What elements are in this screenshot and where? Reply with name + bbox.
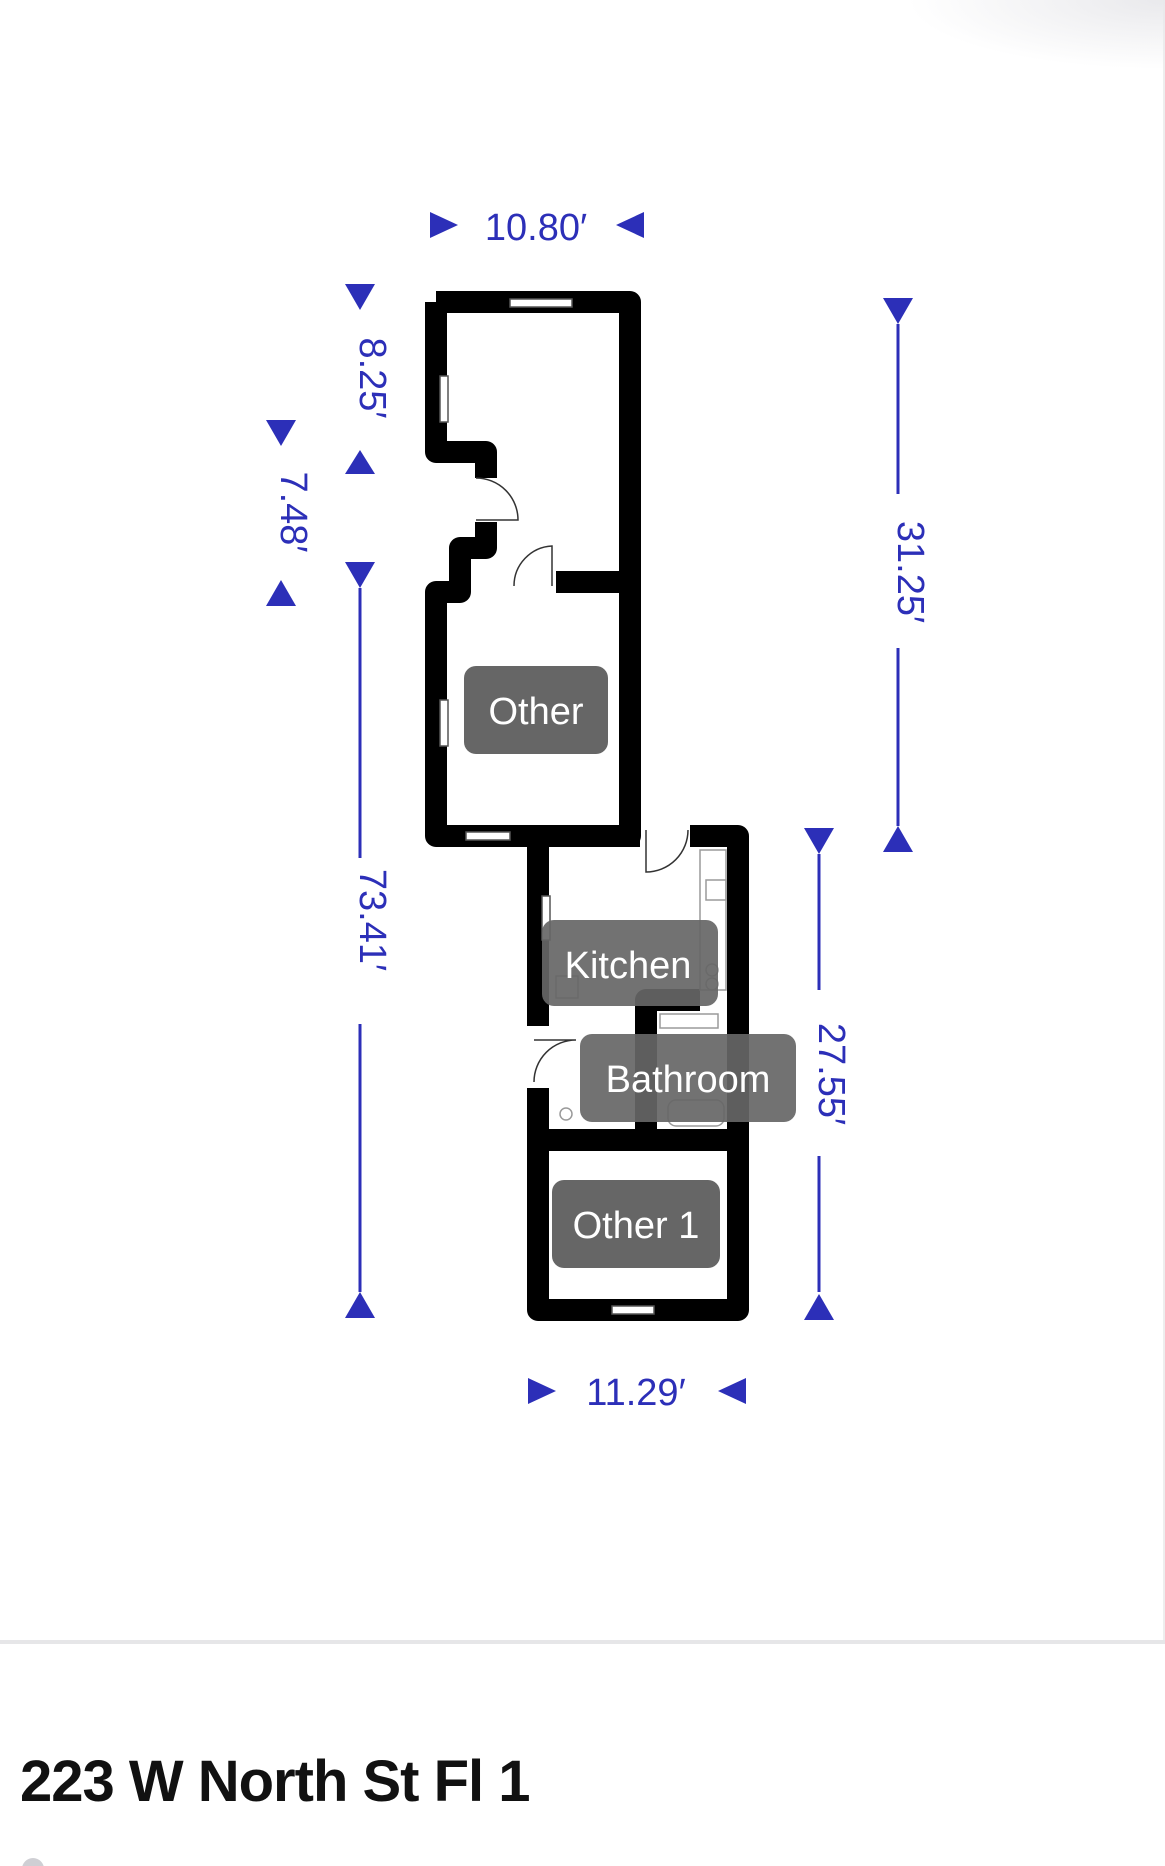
dim-arrow-up (883, 826, 913, 852)
listing-subinfo-cutoff (22, 1852, 202, 1866)
room-label-other: Other (488, 691, 583, 733)
dim-arrow-up (345, 1292, 375, 1318)
dim-arrow-up (804, 1294, 834, 1320)
dim-arrow-down (804, 828, 834, 854)
room-label-other1: Other 1 (573, 1205, 700, 1247)
floorplan-canvas: Other Kitchen Bathroom Other 1 10.80′ 8.… (266, 0, 1165, 1414)
info-icon (22, 1858, 44, 1866)
door-upper-2 (513, 545, 553, 587)
dimension-right-lower: 27.55′ (804, 828, 852, 1320)
door-kitchen (645, 829, 689, 873)
dim-arrow-up (266, 580, 296, 606)
wall-lower-outline (527, 825, 749, 1321)
dim-label-left-middle: 7.48′ (272, 471, 314, 552)
dimension-right-upper: 31.25′ (883, 298, 931, 852)
dim-label-top-width: 10.80′ (485, 207, 587, 249)
room-labels: Other Kitchen Bathroom Other 1 (464, 666, 796, 1268)
window-upper-left (439, 375, 449, 423)
dimension-left-lower: 73.41′ (345, 562, 393, 1318)
windows (439, 298, 655, 1315)
dim-label-right-upper: 31.25′ (889, 521, 931, 623)
dim-arrow-down (883, 298, 913, 324)
dim-arrow-down (266, 420, 296, 446)
room-label-bg-kitchen (542, 920, 718, 1006)
dim-arrow-right (430, 212, 458, 238)
dim-arrow-down (345, 562, 375, 588)
door-bath (533, 1039, 577, 1083)
wall-upper-notch (425, 302, 497, 478)
room-label-kitchen: Kitchen (565, 945, 692, 987)
wall-upper-outline (425, 291, 641, 847)
window-bottom (611, 1305, 655, 1315)
room-label-bg-other (464, 666, 608, 754)
dimension-top-width: 10.80′ (430, 207, 644, 249)
dim-label-left-upper: 8.25′ (351, 337, 393, 418)
dim-label-left-lower: 73.41′ (351, 869, 393, 971)
toilet-fixture (559, 1107, 573, 1121)
corner-shadow (905, 0, 1165, 70)
walls (425, 291, 749, 1321)
room-label-bg-other1 (552, 1180, 720, 1268)
dimension-left-middle: 7.48′ (266, 420, 314, 606)
fridge-fixture (705, 879, 727, 901)
room-label-bg-bathroom (580, 1034, 796, 1122)
dim-arrow-down (345, 284, 375, 310)
listing-address: 223 W North St Fl 1 (20, 1749, 531, 1814)
bath-sink-fixture (659, 1013, 719, 1029)
window-top (509, 298, 573, 308)
door-upper-1 (475, 477, 519, 521)
dim-arrow-right (528, 1378, 556, 1404)
window-upper-bottom (465, 831, 511, 841)
room-label-bathroom: Bathroom (606, 1059, 771, 1101)
dim-arrow-up (345, 450, 375, 474)
dimension-left-upper: 8.25′ (345, 284, 393, 474)
dim-label-right-lower: 27.55′ (810, 1023, 852, 1125)
doors (475, 477, 689, 1083)
window-middle-left (439, 699, 449, 747)
dim-label-bottom-width: 11.29′ (586, 1372, 685, 1414)
dim-arrow-left (616, 212, 644, 238)
dimension-bottom-width: 11.29′ (528, 1372, 746, 1414)
section-divider (0, 1640, 1165, 1644)
dim-arrow-left (718, 1378, 746, 1404)
floorplan-diagram: Other Kitchen Bathroom Other 1 10.80′ 8.… (266, 207, 931, 1414)
